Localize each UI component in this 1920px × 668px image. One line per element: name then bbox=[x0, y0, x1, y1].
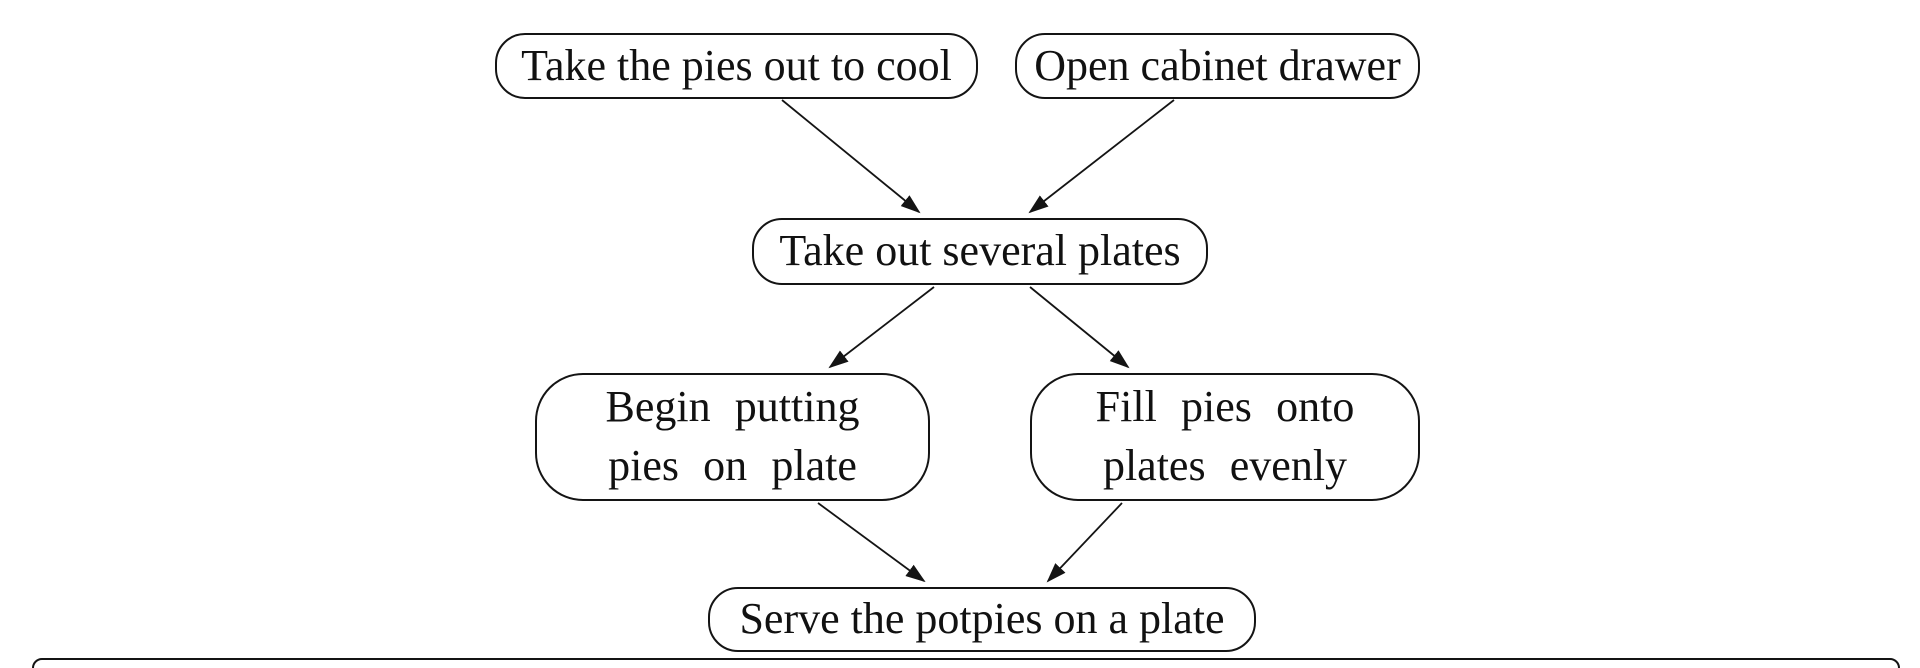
edge-arrow-plates-to-fill bbox=[1029, 286, 1130, 369]
node-serve-the-potpies-on-a-plate: Serve the potpies on a plate bbox=[708, 587, 1256, 652]
node-label: Take the pies out to cool bbox=[521, 40, 952, 90]
node-label: Begin putting pies on plate bbox=[605, 382, 860, 490]
node-bottom-clipped-box bbox=[32, 658, 1900, 668]
edge-arrow-begin-to-serve bbox=[817, 502, 926, 583]
edge-arrow-plates-to-begin bbox=[828, 286, 935, 369]
edge-arrow-drawer-to-plates bbox=[1028, 99, 1175, 214]
node-fill-pies-onto-plates-evenly: Fill pies onto plates evenly bbox=[1030, 373, 1420, 501]
node-take-out-several-plates: Take out several plates bbox=[752, 218, 1208, 285]
node-label: Serve the potpies on a plate bbox=[739, 594, 1225, 644]
node-open-cabinet-drawer: Open cabinet drawer bbox=[1015, 33, 1420, 99]
node-label: Fill pies onto plates evenly bbox=[1095, 382, 1355, 490]
node-begin-putting-pies-on-plate: Begin putting pies on plate bbox=[535, 373, 930, 501]
node-take-pies-out-to-cool: Take the pies out to cool bbox=[495, 33, 978, 99]
edge-arrow-fill-to-serve bbox=[1046, 502, 1123, 583]
node-label: Open cabinet drawer bbox=[1034, 40, 1401, 90]
edge-arrow-pies-to-plates bbox=[781, 99, 921, 214]
node-label: Take out several plates bbox=[779, 226, 1181, 276]
